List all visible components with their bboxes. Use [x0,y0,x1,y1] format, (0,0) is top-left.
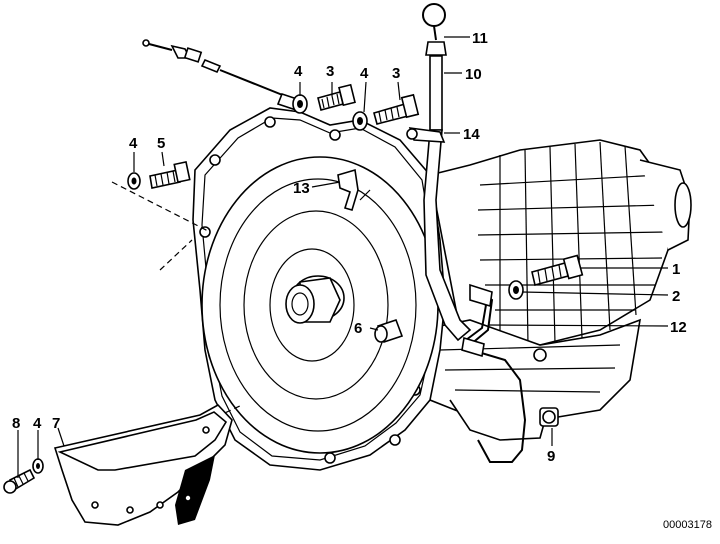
bolt-3-right [373,93,420,125]
callout-8: 8 [12,415,20,432]
washer-4-left [292,94,308,114]
kickdown-cable [142,39,302,111]
dipstick-11 [422,3,446,41]
callout-2: 2 [672,288,680,305]
washer-4-side [127,172,141,190]
callout-4d: 4 [33,415,42,432]
leader-lines [17,36,669,478]
callout-7: 7 [52,415,60,432]
callout-13: 13 [293,180,310,197]
callout-3a: 3 [326,63,334,80]
callout-5: 5 [157,135,165,152]
washer-2 [508,280,524,300]
bracket-13 [337,168,371,211]
callout-labels: 1 2 3 3 4 4 4 4 5 6 7 8 9 10 11 12 13 14 [12,30,687,465]
bolt-8 [3,468,36,494]
callout-9: 9 [547,448,555,465]
bushing-6 [374,318,404,344]
callout-4c: 4 [129,135,138,152]
callout-10: 10 [465,66,482,83]
bolt-5 [149,161,191,189]
callout-3b: 3 [392,65,400,82]
bolt-3-left [317,83,356,111]
tube-clamp-14 [406,127,446,143]
reference-number: 00003178 [663,519,712,531]
callout-4a: 4 [294,63,303,80]
callout-6: 6 [354,320,362,337]
washer-4-right [352,111,368,131]
callout-4b: 4 [360,65,369,82]
dipstick-tube-10 [423,41,472,342]
torque-converter [201,156,439,454]
nut-9 [539,407,559,427]
callout-1: 1 [672,261,680,278]
washer-4-bottom [32,458,44,474]
callout-14: 14 [463,126,480,143]
callout-12: 12 [670,319,687,336]
gearbox-housing [429,139,692,346]
callout-11: 11 [472,30,488,47]
cover-plate-7 [53,403,233,526]
bolt-1 [531,254,584,286]
